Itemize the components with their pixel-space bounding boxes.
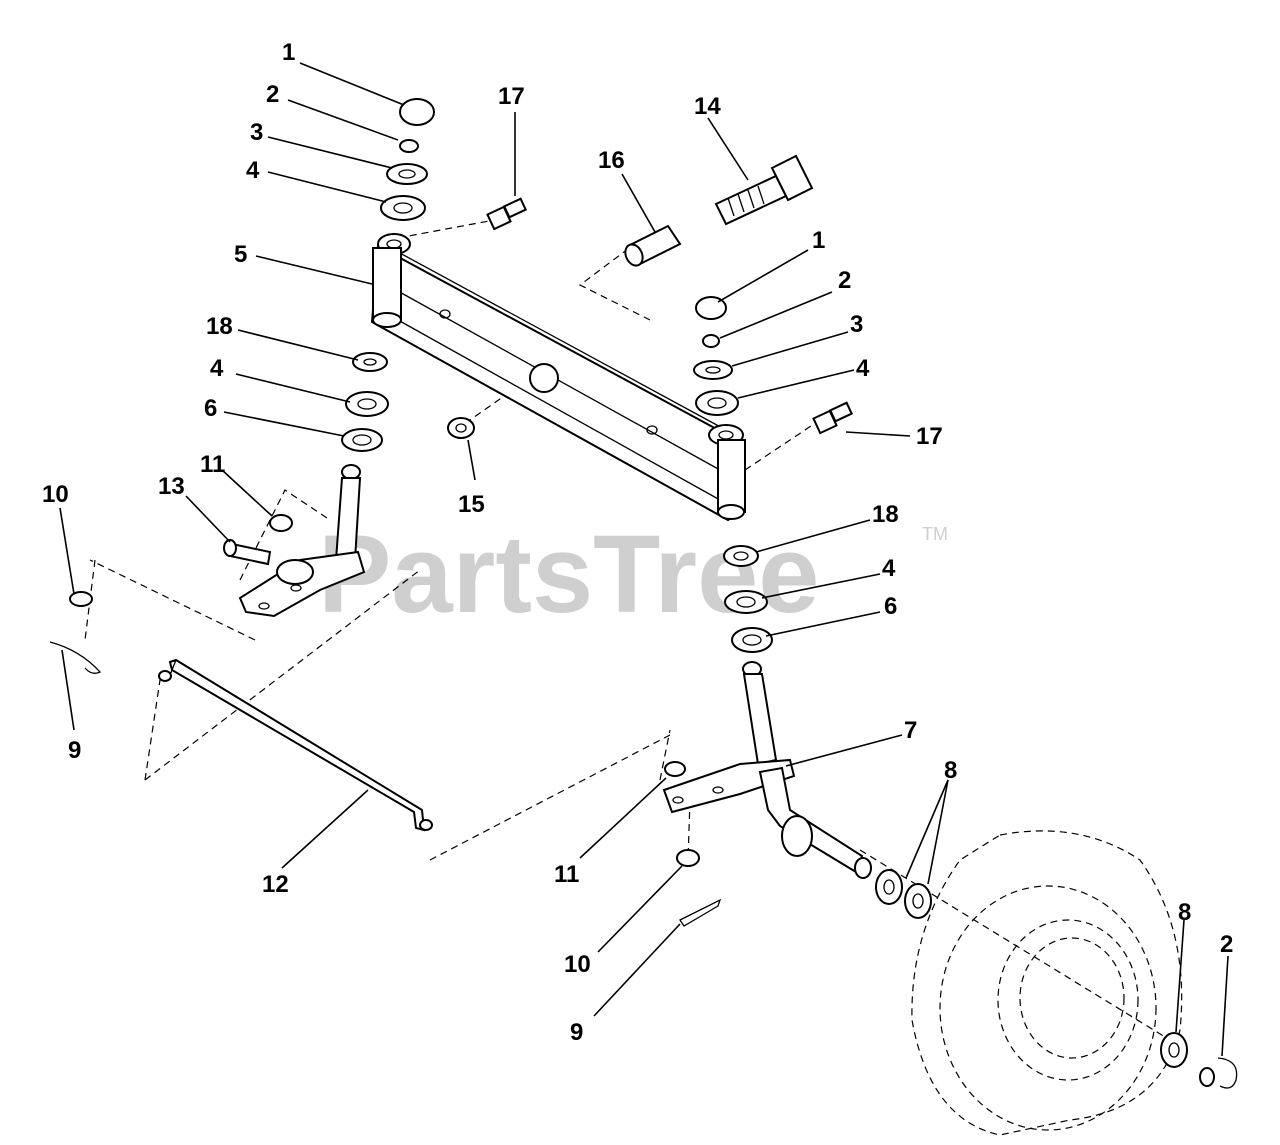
callout-2: 2	[838, 267, 851, 294]
callout-4: 4	[882, 555, 896, 582]
washer-part-4	[380, 195, 426, 221]
callout-9: 9	[68, 737, 81, 764]
spacer-part-16	[624, 224, 682, 267]
grease-fitting-17-right	[812, 401, 854, 435]
leader-lines	[59, 62, 1229, 1057]
pivot-stack-right-top	[693, 296, 739, 416]
callout-12: 12	[262, 871, 289, 898]
callout-4: 4	[856, 355, 870, 382]
callout-8: 8	[1178, 899, 1191, 926]
watermark-text: PartsTree	[318, 513, 819, 636]
callout-11: 11	[554, 861, 579, 888]
bolt-part-14	[714, 154, 814, 226]
callout-5: 5	[234, 241, 247, 268]
pivot-stack-left	[380, 98, 435, 221]
callout-17: 17	[916, 423, 943, 450]
washer-part-3	[386, 163, 428, 185]
axle-beam	[370, 233, 746, 522]
callout-3: 3	[250, 119, 263, 146]
callout-16: 16	[598, 147, 625, 174]
fittings	[447, 154, 854, 439]
callout-10: 10	[564, 951, 591, 978]
callout-1: 1	[812, 227, 825, 254]
wheel-tire	[911, 830, 1183, 1136]
callout-4: 4	[210, 355, 224, 382]
callout-3: 3	[850, 311, 863, 338]
callout-14: 14	[694, 93, 721, 120]
watermark: PartsTree TM	[318, 513, 948, 636]
grease-fitting-17-top	[486, 197, 528, 231]
bushing	[529, 363, 559, 393]
callout-18: 18	[872, 501, 899, 528]
callout-2: 2	[1220, 931, 1233, 958]
callout-18: 18	[206, 313, 233, 340]
nut-part-15	[447, 417, 475, 439]
callout-17: 17	[498, 83, 525, 110]
callout-11: 11	[200, 451, 225, 478]
callout-15: 15	[458, 491, 485, 518]
callout-1: 1	[282, 39, 295, 66]
callout-8: 8	[944, 757, 957, 784]
callout-6: 6	[884, 593, 897, 620]
callout-6: 6	[204, 395, 217, 422]
ring-part-2	[399, 139, 419, 153]
callout-10: 10	[42, 481, 69, 508]
callout-9: 9	[570, 1019, 583, 1046]
callout-4: 4	[246, 157, 260, 184]
callout-13: 13	[158, 473, 185, 500]
wheel-assembly	[875, 830, 1238, 1136]
callout-labels: 1 2 3 4 17 14 16 5 1 2 3 4 18 4 6 17 15 …	[42, 39, 1233, 1046]
cap-part-1	[399, 98, 435, 126]
watermark-trademark: TM	[922, 524, 948, 544]
callout-7: 7	[904, 717, 917, 744]
tie-rod	[158, 658, 433, 832]
spindle-left	[49, 352, 389, 674]
callout-2: 2	[266, 81, 279, 108]
spindle-right	[662, 545, 872, 927]
